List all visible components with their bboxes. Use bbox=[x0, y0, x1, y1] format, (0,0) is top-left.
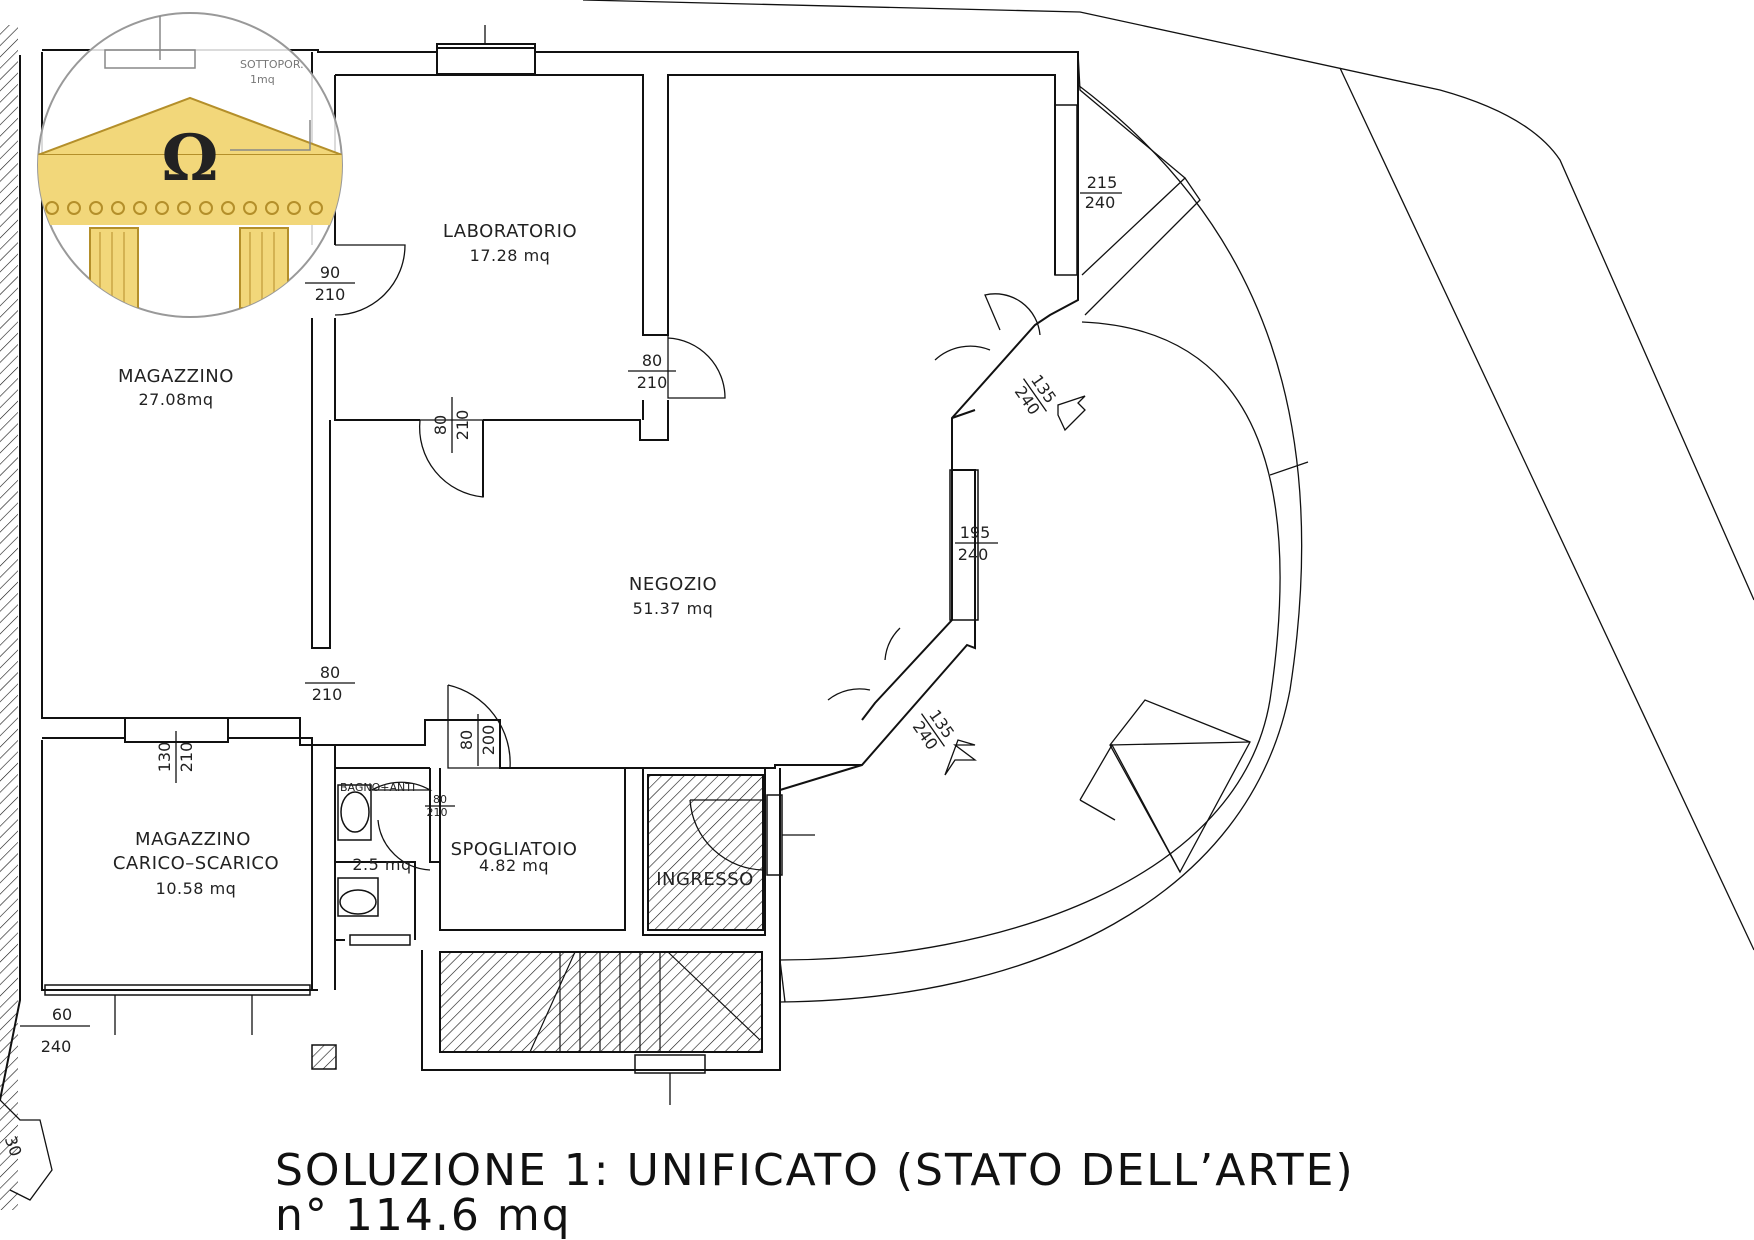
svg-text:240: 240 bbox=[958, 545, 989, 564]
sottoportico-area: 1mq bbox=[250, 73, 275, 86]
plan-title: SOLUZIONE 1: UNIFICATO (STATO DELL’ARTE) bbox=[275, 1145, 1355, 1196]
door-swings bbox=[334, 244, 1041, 871]
svg-text:60: 60 bbox=[52, 1005, 72, 1024]
room-labels: LABORATORIO 17.28 mq MAGAZZINO 27.08mq N… bbox=[113, 221, 754, 898]
svg-text:210: 210 bbox=[637, 373, 668, 392]
dim-80-210-left: 80 210 bbox=[305, 663, 355, 704]
room-bagno-area: 2.5 mq bbox=[352, 855, 411, 874]
room-magazzino-area: 27.08mq bbox=[138, 390, 213, 409]
svg-text:90: 90 bbox=[320, 263, 340, 282]
dim-195-240: 195 240 bbox=[955, 523, 998, 564]
room-laboratorio-name: LABORATORIO bbox=[443, 221, 577, 242]
svg-text:80: 80 bbox=[457, 730, 476, 750]
svg-text:80: 80 bbox=[431, 415, 450, 435]
dim-80-210-mag: 80 210 bbox=[431, 397, 472, 453]
room-negozio-name: NEGOZIO bbox=[629, 574, 717, 595]
svg-text:130: 130 bbox=[155, 742, 174, 773]
svg-text:210: 210 bbox=[427, 806, 448, 819]
dim-80-200: 80 200 bbox=[457, 714, 498, 766]
stair-steps bbox=[529, 951, 761, 1053]
logo-column-left bbox=[89, 227, 139, 309]
room-ingresso-name: INGRESSO bbox=[656, 869, 754, 890]
plan-total-area: n° 114.6 mq bbox=[275, 1190, 572, 1240]
svg-text:200: 200 bbox=[479, 725, 498, 756]
svg-text:195: 195 bbox=[960, 523, 991, 542]
svg-text:240: 240 bbox=[1085, 193, 1116, 212]
svg-text:80: 80 bbox=[433, 793, 447, 806]
sanitary-fixtures bbox=[337, 784, 379, 917]
room-magazzino-cs-name2: CARICO–SCARICO bbox=[113, 853, 279, 874]
svg-text:80: 80 bbox=[320, 663, 340, 682]
svg-text:210: 210 bbox=[453, 410, 472, 441]
room-magazzino-cs-name1: MAGAZZINO bbox=[135, 829, 251, 850]
logo-omega: Ω bbox=[162, 121, 219, 196]
dim-90-210: 90 210 bbox=[305, 263, 355, 304]
room-laboratorio-area: 17.28 mq bbox=[470, 246, 551, 265]
svg-text:210: 210 bbox=[315, 285, 346, 304]
room-spogliatoio-name: SPOGLIATOIO bbox=[451, 839, 578, 860]
dim-80-210-lab: 80 210 bbox=[628, 351, 676, 392]
room-negozio-area: 51.37 mq bbox=[633, 599, 714, 618]
svg-text:240: 240 bbox=[41, 1037, 72, 1056]
dim-135-240-bottom: 135 240 bbox=[909, 706, 958, 753]
svg-text:80: 80 bbox=[642, 351, 662, 370]
dim-135-240-top: 135 240 bbox=[1011, 371, 1060, 418]
svg-text:215: 215 bbox=[1087, 173, 1118, 192]
dim-60-240: 60 240 bbox=[20, 1005, 90, 1056]
ingresso-hatch bbox=[647, 774, 764, 931]
interior-walls bbox=[42, 52, 1056, 1071]
room-spogliatoio-area: 4.82 mq bbox=[479, 856, 549, 875]
svg-text:210: 210 bbox=[177, 742, 196, 773]
dim-80-210-bagno: 80 210 bbox=[425, 793, 455, 819]
room-magazzino-name: MAGAZZINO bbox=[118, 366, 234, 387]
stair-hatch bbox=[439, 951, 763, 1053]
boundary-wall-hatch bbox=[0, 25, 18, 1210]
dim-130-210: 130 210 bbox=[155, 731, 196, 783]
svg-text:210: 210 bbox=[312, 685, 343, 704]
dim-215-240: 215 240 bbox=[1080, 173, 1122, 212]
room-magazzino-cs-area: 10.58 mq bbox=[156, 879, 237, 898]
company-logo: Ω SOTTOPOR. 1mq bbox=[37, 12, 343, 318]
room-bagno-name: BAGNO+ANTI bbox=[340, 781, 415, 794]
sottoportico-name: SOTTOPOR. bbox=[240, 58, 304, 71]
exterior-site bbox=[0, 0, 1754, 1201]
logo-column-right bbox=[239, 227, 289, 309]
